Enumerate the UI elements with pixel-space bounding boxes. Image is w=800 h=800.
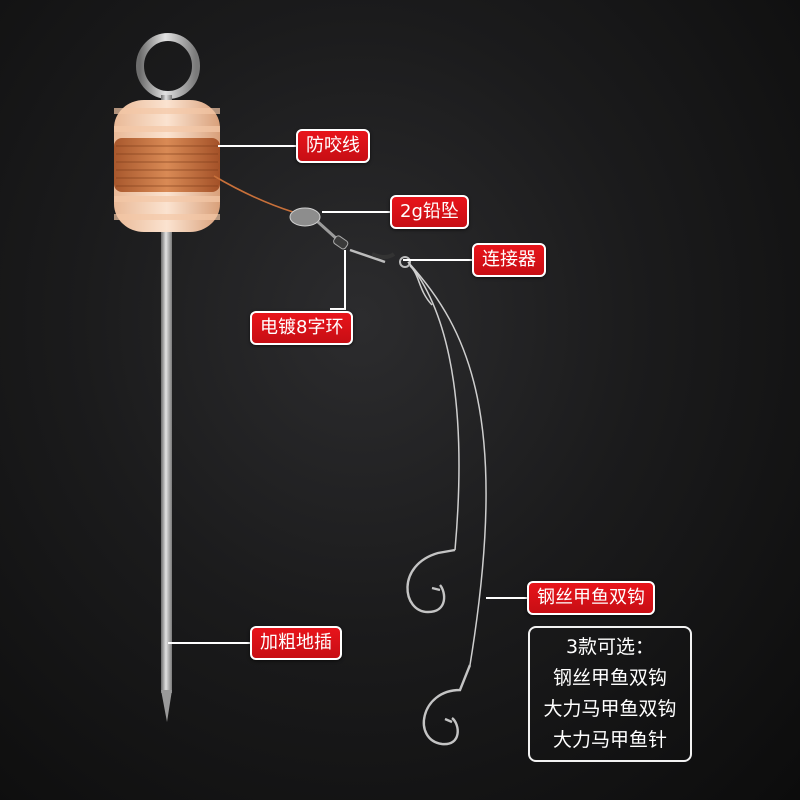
hook-upper [406,548,456,614]
swivel-connector [316,220,411,268]
label-steel-wire-hook: 钢丝甲鱼双钩 [527,581,655,615]
callout-leaders [168,145,528,644]
label-connector: 连接器 [472,243,546,277]
label-anti-bite-line: 防咬线 [296,129,370,163]
ground-stake [136,33,200,722]
label-swivel-ring: 电镀8字环 [250,311,354,345]
lead-sinker [289,207,321,227]
line-spool [114,100,220,232]
options-box: 3款可选： 钢丝甲鱼双钩 大力马甲鱼双钩 大力马甲鱼针 [528,626,692,762]
label-lead-sinker: 2g铅坠 [390,195,469,229]
steel-wire-leaders [407,261,487,666]
main-line [213,175,294,213]
stake-rod [161,95,172,693]
label-ground-stake: 加粗地插 [250,626,342,660]
options-title: 3款可选： [565,636,655,658]
stake-tip [161,690,172,722]
option-item: 大力马甲鱼针 [552,729,667,751]
option-item: 大力马甲鱼双钩 [543,698,677,720]
option-item: 钢丝甲鱼双钩 [552,667,667,689]
hook-lower [422,664,472,746]
stake-eye-ring [136,33,200,99]
